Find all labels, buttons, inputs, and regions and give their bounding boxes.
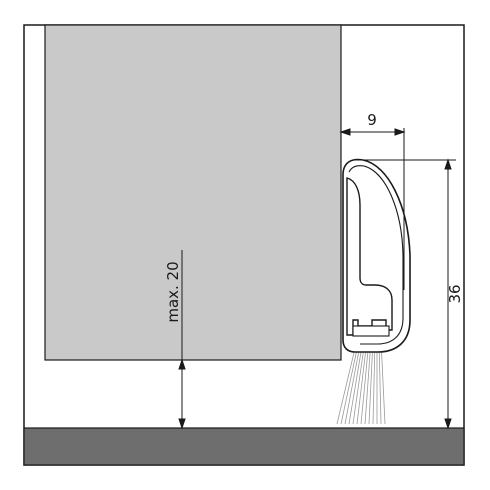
dimension-height-label: 36 (446, 284, 464, 303)
brush-holder-slot (352, 325, 390, 337)
dimension-width (339, 128, 406, 290)
floor (23, 427, 465, 466)
dimension-width-label: 9 (367, 111, 377, 129)
dimension-gap (178, 250, 186, 430)
seal-profile-inner-line (348, 165, 404, 345)
brush-bristles (336, 339, 386, 425)
dimension-height (352, 158, 456, 430)
door-leaf (44, 24, 342, 361)
dimension-gap-label: max. 20 (164, 261, 182, 322)
seal-carrier (346, 177, 393, 336)
